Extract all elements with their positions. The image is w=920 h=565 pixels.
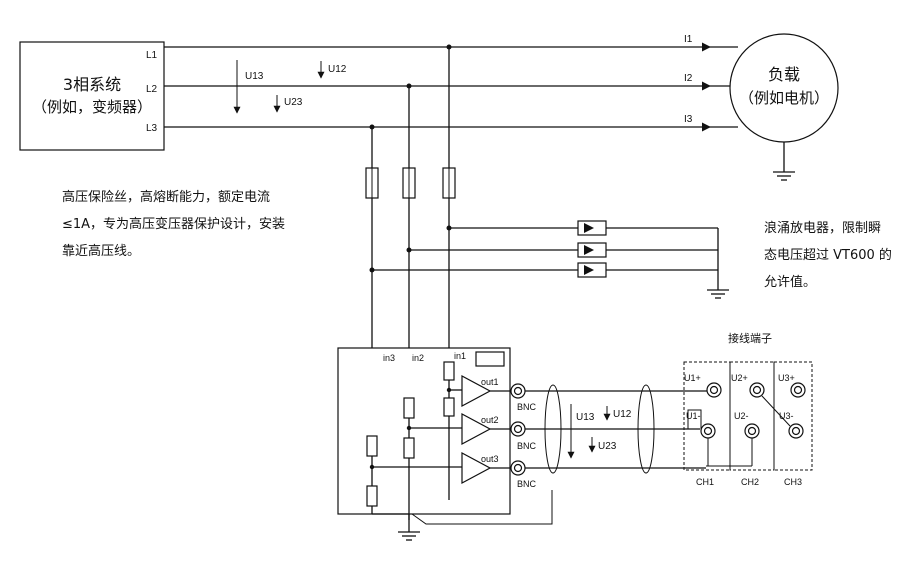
- terminal-ch3: [773, 361, 813, 471]
- pin-label-u3m: U3-: [779, 411, 794, 421]
- terminal-u3-plus: [790, 382, 806, 398]
- load-ground-icon: [773, 171, 795, 181]
- phase-label-l1: L1: [146, 50, 158, 61]
- module-ground-icon: [398, 531, 420, 541]
- amplifier-2: [461, 412, 492, 446]
- u23-label-top: U23: [284, 97, 303, 108]
- bnc-connector-3: [510, 460, 526, 476]
- pin-label-u1m: U1-: [686, 411, 701, 421]
- source-title: 3相系统: [63, 75, 121, 94]
- u13-label-top: U13: [245, 71, 264, 82]
- resistor-in3-b: [366, 485, 378, 507]
- output-label-out1: out1: [481, 377, 499, 387]
- module-indicator: [475, 351, 505, 367]
- load-subtitle: （例如电机）: [739, 89, 829, 107]
- jumper-u2-u3: [761, 395, 791, 427]
- phase-label-l3: L3: [146, 123, 158, 134]
- pin-label-u1p: U1+: [684, 373, 701, 383]
- bnc-label-3: BNC: [517, 479, 537, 489]
- fuse-note-line-1: 高压保险丝，高熔断能力，额定电流: [62, 190, 271, 205]
- load-title: 负载: [768, 65, 800, 84]
- surge-ground-icon: [707, 289, 729, 299]
- source-subtitle: （例如，变频器）: [32, 98, 152, 116]
- shield-return-wire: [411, 490, 553, 525]
- terminal-u3-minus: [788, 423, 804, 439]
- resistor-in2-b: [403, 437, 415, 459]
- current-label-i3: I3: [684, 114, 693, 125]
- pin-label-u2p: U2+: [731, 373, 748, 383]
- surge-note-line-2: 态电压超过 VT600 的: [764, 248, 892, 263]
- load-circle: [729, 33, 839, 143]
- bnc-connector-1: [510, 383, 526, 399]
- surge-note: 浪涌放电器，限制瞬 态电压超过 VT600 的 允许值。: [764, 215, 892, 296]
- cable-sheath-right: [637, 384, 655, 474]
- output-label-out2: out2: [481, 415, 499, 425]
- bnc-label-2: BNC: [517, 441, 537, 451]
- input-label-in2: in2: [412, 353, 424, 363]
- bnc-label-1: BNC: [517, 402, 537, 412]
- u12-label-top: U12: [328, 64, 347, 75]
- amplifier-1: [461, 374, 492, 408]
- junction-l2: [406, 83, 412, 89]
- resistor-in1-b: [443, 397, 455, 417]
- input-label-in3: in3: [383, 353, 395, 363]
- surge-note-line-1: 浪涌放电器，限制瞬: [764, 221, 882, 236]
- surge-arrester-1: [577, 220, 607, 236]
- pin-label-u3p: U3+: [778, 373, 795, 383]
- channel-label-ch3: CH3: [784, 477, 802, 487]
- cable-sheath-left: [544, 384, 562, 474]
- output-label-out3: out3: [481, 454, 499, 464]
- terminal-title: 接线端子: [728, 331, 772, 345]
- surge-arrester-3: [577, 262, 607, 278]
- channel-label-ch1: CH1: [696, 477, 714, 487]
- terminal-u1-plus: [706, 382, 722, 398]
- current-label-i2: I2: [684, 73, 693, 84]
- surge-note-line-3: 允许值。: [764, 275, 817, 290]
- amplifier-3: [461, 451, 492, 485]
- resistor-in2-a: [403, 397, 415, 419]
- fuse-note-line-2: ≤1A，专为高压变压器保护设计，安装: [62, 217, 286, 232]
- u23-label-cable: U23: [598, 441, 617, 452]
- pin-label-u2m: U2-: [734, 411, 749, 421]
- junction-l3: [369, 124, 375, 130]
- junction-l1: [446, 44, 452, 50]
- input-label-in1: in1: [454, 351, 466, 361]
- terminal-u2-minus: [744, 423, 760, 439]
- channel-label-ch2: CH2: [741, 477, 759, 487]
- terminal-u2-plus: [749, 382, 765, 398]
- surge-arrester-2: [577, 242, 607, 258]
- fuse-note: 高压保险丝，高熔断能力，额定电流 ≤1A，专为高压变压器保护设计，安装 靠近高压…: [62, 184, 285, 265]
- fuse-note-line-3: 靠近高压线。: [62, 244, 141, 259]
- source-system-box: [19, 41, 165, 151]
- bnc-connector-2: [510, 421, 526, 437]
- phase-label-l2: L2: [146, 84, 158, 95]
- jumper-ch2-in: [687, 409, 702, 431]
- u12-label-cable: U12: [613, 409, 632, 420]
- resistor-in3-a: [366, 435, 378, 457]
- u13-label-cable: U13: [576, 412, 595, 423]
- terminal-u1-minus: [700, 423, 716, 439]
- resistor-in1-a: [443, 361, 455, 381]
- current-label-i1: I1: [684, 34, 693, 45]
